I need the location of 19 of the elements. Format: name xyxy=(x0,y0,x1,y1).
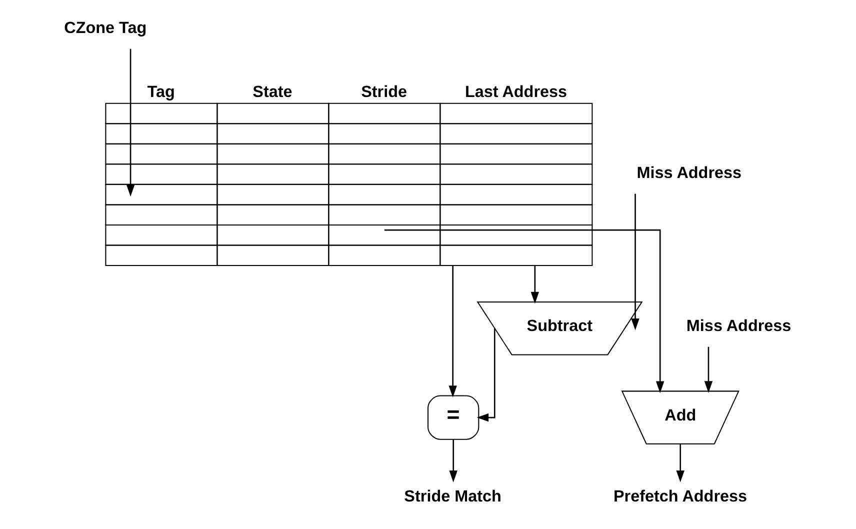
node-text: Miss Address xyxy=(636,164,742,182)
arrow xyxy=(676,444,684,482)
node-label: State xyxy=(252,83,292,102)
arrow xyxy=(530,266,540,304)
arrow xyxy=(449,440,458,482)
node-text: Prefetch Address xyxy=(613,487,748,506)
node-label: Stride xyxy=(361,83,408,102)
node-text: Stride Match xyxy=(404,487,502,506)
node-box: = xyxy=(428,395,480,440)
node-text: Miss Address xyxy=(686,317,792,336)
arrow xyxy=(126,48,135,197)
arrow xyxy=(704,346,713,393)
arrow xyxy=(631,194,640,330)
arrow xyxy=(476,328,496,422)
arrow xyxy=(384,229,664,394)
node-label: Last Address xyxy=(464,83,568,102)
arrow xyxy=(448,266,457,398)
node-text: CZone Tag xyxy=(64,19,147,38)
node-label: Tag xyxy=(147,83,175,102)
